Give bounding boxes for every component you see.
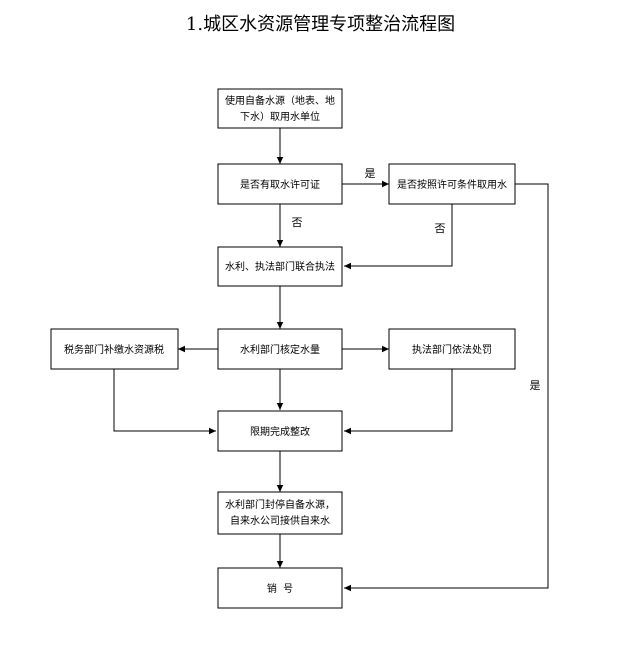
node-penalty: 执法部门依法处罚 <box>388 328 516 370</box>
node-verify-volume-label: 水利部门核定水量 <box>240 343 320 356</box>
node-penalty-label: 执法部门依法处罚 <box>412 343 492 356</box>
node-tax-payment: 税务部门补缴水资源税 <box>50 328 179 370</box>
node-close-case-label: 销 号 <box>267 582 293 595</box>
node-verify-volume: 水利部门核定水量 <box>217 328 343 370</box>
node-close-case: 销 号 <box>217 567 343 609</box>
edge-label-permit-yes: 是 <box>365 167 376 180</box>
node-condition-check: 是否按照许可条件取用水 <box>388 163 516 205</box>
node-seal-source-line-1: 水利部门封停自备水源， <box>225 498 335 511</box>
edge-tax-to-rectify <box>113 369 216 435</box>
connectors <box>113 128 549 592</box>
node-seal-source: 水利部门封停自备水源， 自来水公司接供自来水 <box>217 491 343 535</box>
node-condition-check-label: 是否按照许可条件取用水 <box>397 178 507 191</box>
node-permit-check: 是否有取水许可证 <box>217 163 343 205</box>
node-joint-enforcement: 水利、执法部门联合执法 <box>217 246 343 287</box>
diagram-title: 1.城区水资源管理专项整治流程图 <box>185 14 456 35</box>
node-permit-check-label: 是否有取水许可证 <box>240 178 320 191</box>
node-rectify-label: 限期完成整改 <box>250 425 310 438</box>
edge-penalty-to-rectify <box>344 369 453 435</box>
edge-condition-yes <box>344 183 549 592</box>
node-joint-enforcement-label: 水利、执法部门联合执法 <box>225 260 335 273</box>
edge-label-condition-yes: 是 <box>530 379 541 392</box>
node-tax-payment-label: 税务部门补缴水资源税 <box>64 343 164 356</box>
edge-label-permit-no: 否 <box>292 216 303 229</box>
node-rectify: 限期完成整改 <box>217 410 343 452</box>
node-water-user-line-1: 使用自备水源（地表、地 <box>225 94 335 107</box>
node-water-user: 使用自备水源（地表、地 下水）取用水单位 <box>217 88 343 129</box>
edge-condition-no <box>344 204 453 270</box>
node-water-user-line-2: 下水）取用水单位 <box>240 110 320 123</box>
node-seal-source-line-2: 自来水公司接供自来水 <box>230 514 330 527</box>
edge-label-condition-no: 否 <box>435 222 446 235</box>
